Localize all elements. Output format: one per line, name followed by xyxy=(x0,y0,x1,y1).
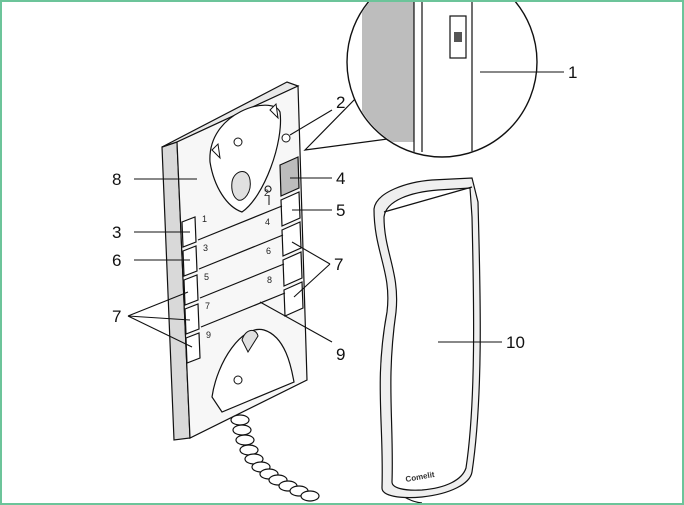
callout-2: 2 xyxy=(336,93,345,112)
key-number-1: 1 xyxy=(202,214,207,224)
leader-2 xyxy=(289,109,333,136)
callout-5: 5 xyxy=(336,201,345,220)
key-number-8: 8 xyxy=(267,275,272,285)
key-number-4: 4 xyxy=(265,217,270,227)
leader-7b-down xyxy=(127,315,193,348)
leader-9 xyxy=(259,301,333,343)
upper-cradle xyxy=(209,104,282,213)
callout-3: 3 xyxy=(112,223,121,242)
key-number-6: 6 xyxy=(266,246,271,256)
left-button-5 xyxy=(185,332,201,364)
right-button-1 xyxy=(280,191,301,227)
card-line-1 xyxy=(197,205,283,241)
left-button-3 xyxy=(183,274,199,306)
lower-cradle xyxy=(211,328,295,413)
leader-7b-up xyxy=(127,291,189,317)
right-button-2 xyxy=(281,221,302,257)
leader-7b-mid xyxy=(127,315,191,321)
wall-unit: 1 2 3 4 5 6 7 8 9 xyxy=(161,81,308,441)
hook-right xyxy=(269,102,279,120)
leader-lines xyxy=(127,71,564,348)
callout-10: 10 xyxy=(506,333,525,352)
right-button-3 xyxy=(282,251,303,287)
key-number-9: 9 xyxy=(206,330,211,340)
handset: Comelit xyxy=(373,177,481,499)
card-line-3 xyxy=(199,263,285,299)
callout-7-left: 7 xyxy=(112,307,121,326)
coiled-cord xyxy=(230,414,423,503)
detail-switch-lever xyxy=(454,32,462,42)
left-button-2 xyxy=(182,245,198,277)
callout-7-right: 7 xyxy=(334,255,343,274)
detail-panel-side xyxy=(362,2,414,142)
upper-screw xyxy=(233,137,243,147)
lower-hook xyxy=(241,330,259,354)
leader-7a-down xyxy=(293,263,331,298)
lower-screw xyxy=(233,375,243,385)
card-line-4 xyxy=(200,292,286,328)
right-button-4 xyxy=(283,281,304,317)
cradle-hook xyxy=(231,171,251,201)
door-open-button xyxy=(279,156,300,197)
key-number-7: 7 xyxy=(205,301,210,311)
callout-9: 9 xyxy=(336,345,345,364)
handset-front xyxy=(383,187,475,491)
leader-7a-up xyxy=(291,241,331,265)
key-number-2: 2 xyxy=(264,188,269,198)
key-number-5: 5 xyxy=(204,272,209,282)
indicator-led xyxy=(281,133,291,143)
key-symbol xyxy=(264,185,272,205)
hook-left xyxy=(211,142,221,160)
magnifier-detail xyxy=(303,2,538,158)
callout-4: 4 xyxy=(336,169,345,188)
callout-1: 1 xyxy=(568,63,577,82)
handset-top-edge xyxy=(383,186,473,213)
card-line-2 xyxy=(198,234,284,270)
callout-6: 6 xyxy=(112,251,121,270)
callout-8: 8 xyxy=(112,170,121,189)
key-number-3: 3 xyxy=(203,243,208,253)
left-button-4 xyxy=(184,303,200,335)
